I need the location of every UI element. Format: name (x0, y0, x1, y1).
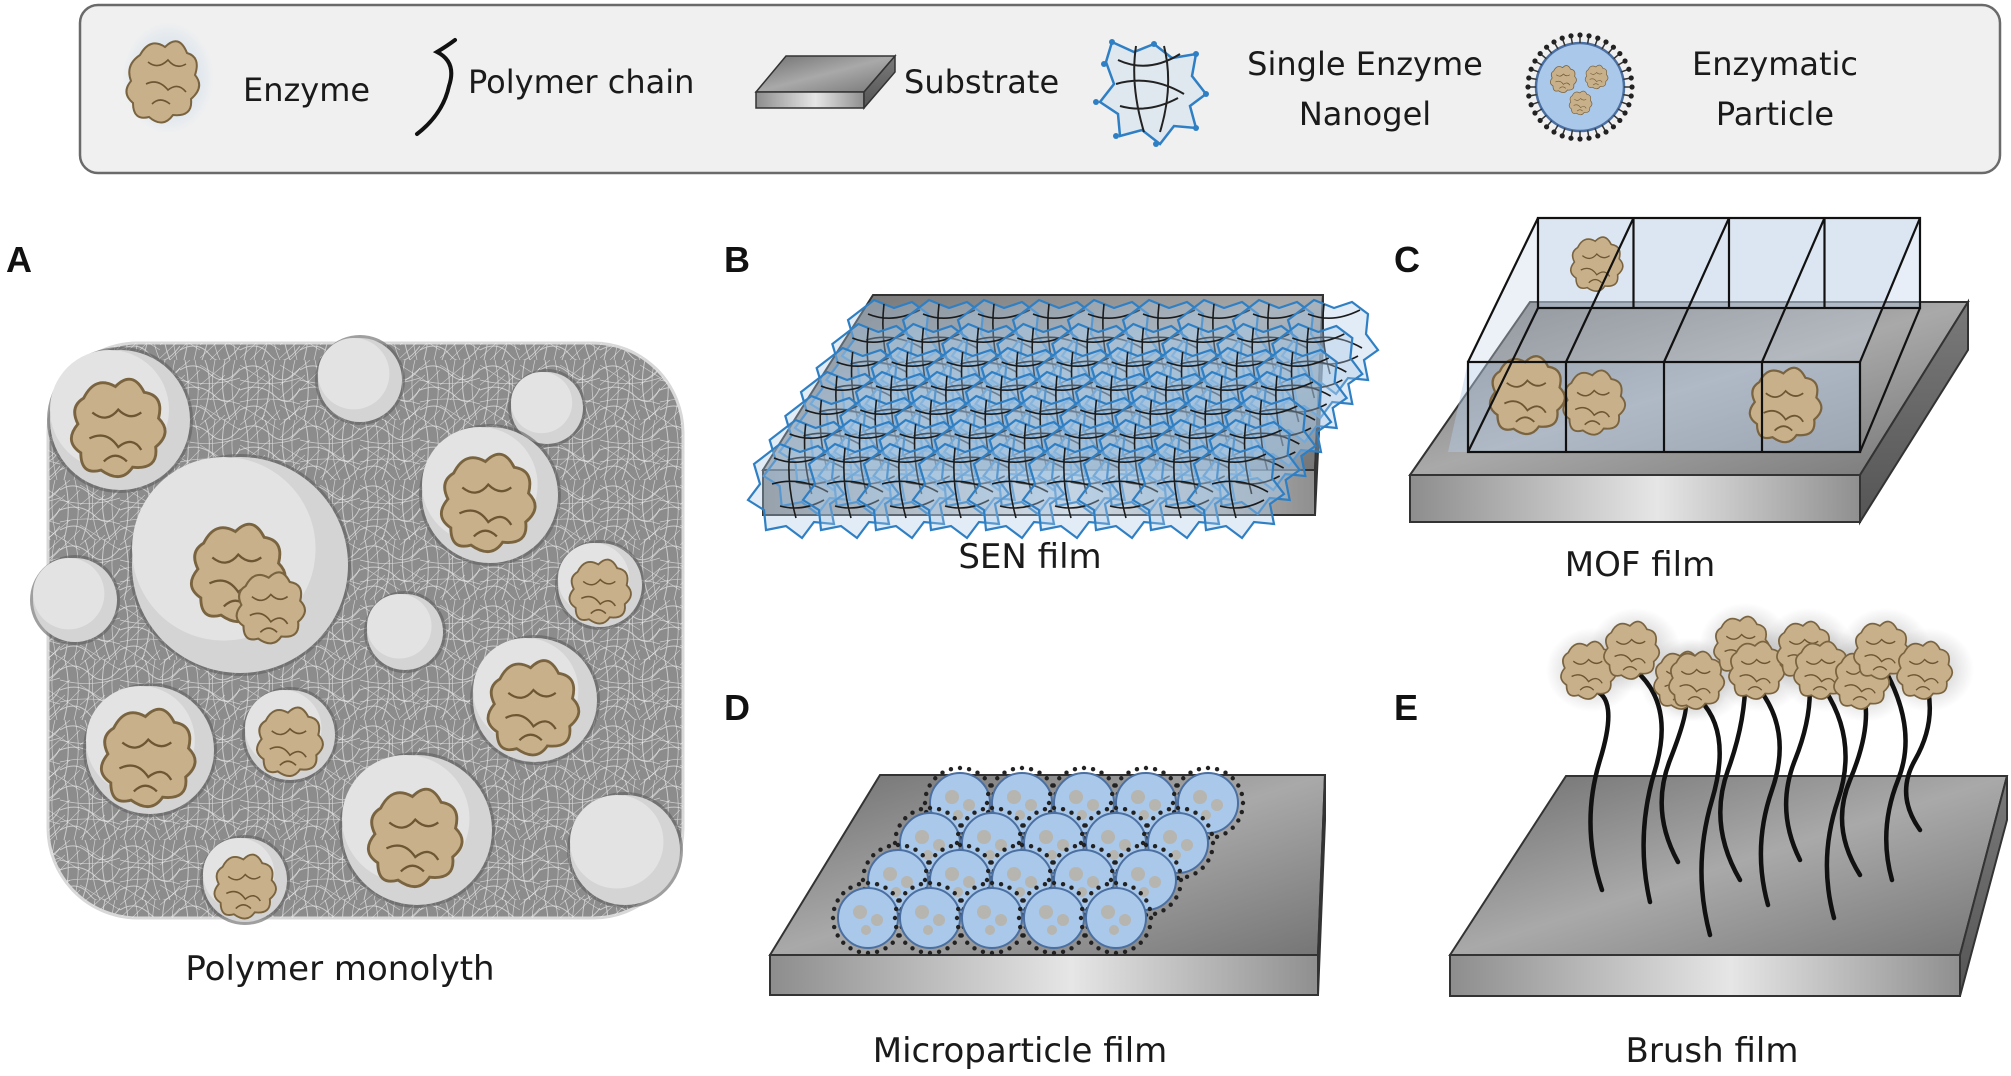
enzyme-icon (213, 853, 277, 920)
mof-frame-edge (1467, 307, 1539, 453)
mof-divider (1760, 217, 1826, 363)
legend-label-sen-line1: Single Enzyme (1247, 45, 1483, 83)
enzyme-icon (1560, 640, 1618, 700)
mof-frame-edge (1858, 217, 1922, 363)
enzyme-icon (1550, 65, 1577, 93)
panel-e-letter: E (1394, 687, 1418, 728)
polymer-chain (1882, 667, 1908, 883)
pore (129, 454, 351, 676)
enzyme-icon (122, 22, 214, 134)
enzyme-icon (235, 571, 306, 645)
legend-label-particle-line2: Particle (1716, 95, 1834, 133)
enzyme-icon (1570, 236, 1624, 292)
nanogel (1186, 442, 1286, 540)
brush-film-layer (1546, 603, 1974, 938)
enzyme-icon (1896, 640, 1954, 700)
polymer-chain (1588, 687, 1611, 893)
mof-film-layer (1448, 216, 1922, 454)
pore (200, 835, 290, 925)
enzyme-icon (1568, 90, 1593, 116)
pore (339, 752, 495, 908)
enzyme-icon (1728, 640, 1786, 700)
mof-divider (1565, 217, 1635, 363)
nanogel-icon (1093, 39, 1209, 147)
polymer-chain (1903, 687, 1933, 833)
pore (83, 683, 217, 817)
polymer-chain (1822, 687, 1848, 921)
microparticle-film-layer (830, 765, 1246, 956)
enzyme-icon (1668, 650, 1726, 710)
mof-top-face (1468, 218, 1920, 362)
enzyme-icon (100, 707, 197, 808)
enzymatic-particle (954, 880, 1030, 956)
legend-label-substrate: Substrate (904, 63, 1059, 101)
enzyme-icon (1562, 369, 1627, 436)
enzyme-icon (70, 377, 167, 478)
pore (567, 792, 683, 908)
pore (419, 424, 561, 566)
monolith-pores (30, 335, 683, 925)
enzyme-icon (256, 706, 324, 777)
polymer-chain (1659, 697, 1689, 865)
enzyme-icon (568, 558, 632, 625)
panel-b-letter: B (724, 239, 750, 280)
pore (30, 555, 120, 645)
pore (555, 540, 645, 630)
mof-divider (1662, 217, 1731, 363)
enzymatic-particle (892, 880, 968, 956)
panel-a-monolith (30, 335, 685, 925)
pore (47, 347, 193, 493)
panel-e-caption: Brush film (1626, 1031, 1799, 1071)
enzyme-icon (440, 452, 537, 553)
pore (508, 369, 586, 447)
substrate-icon (754, 53, 897, 111)
panel-c-letter: C (1394, 239, 1420, 280)
polymer-chain (1697, 697, 1722, 938)
mof-frame-edge (1467, 217, 1539, 363)
pore (470, 635, 600, 765)
panel-a-caption: Polymer monolyth (185, 949, 494, 989)
pore (242, 687, 338, 783)
pore (315, 335, 405, 425)
polymer-chain-icon (415, 38, 457, 136)
enzyme-icon (367, 787, 464, 888)
enzyme-icon (486, 659, 581, 757)
polymer-chain (1839, 697, 1869, 878)
legend-label-enzyme: Enzyme (243, 71, 370, 109)
particle-icon (1525, 32, 1635, 142)
panel-a-letter: A (6, 239, 32, 280)
enzyme-icon (1488, 355, 1566, 436)
enzymatic-particle (1078, 880, 1154, 956)
panel-e-substrate (1448, 775, 2009, 997)
legend-label-polymer: Polymer chain (468, 63, 694, 101)
legend-label-sen-line2: Nanogel (1299, 95, 1431, 133)
panel-c-caption: MOF film (1565, 545, 1715, 585)
enzyme-icon (1584, 64, 1609, 90)
panel-c-substrate (1408, 298, 1970, 526)
panel-b-caption: SEN film (958, 537, 1101, 577)
polymer-chain (1757, 687, 1782, 908)
legend-label-particle-line1: Enzymatic (1692, 45, 1858, 83)
pore (364, 591, 446, 673)
panel-d-letter: D (724, 687, 750, 728)
mof-frame-edge (1858, 307, 1922, 453)
enzyme-icon (1748, 366, 1823, 444)
panel-d-caption: Microparticle film (873, 1031, 1168, 1071)
legend-frame (78, 3, 2002, 175)
sen-film-layer (746, 298, 1380, 540)
enzyme-icon (1603, 620, 1661, 680)
polymer-chain (1632, 667, 1664, 905)
legend-box: Enzyme Polymer chain Substrate Single En… (78, 3, 2002, 175)
enzymatic-particle (1016, 880, 1092, 956)
